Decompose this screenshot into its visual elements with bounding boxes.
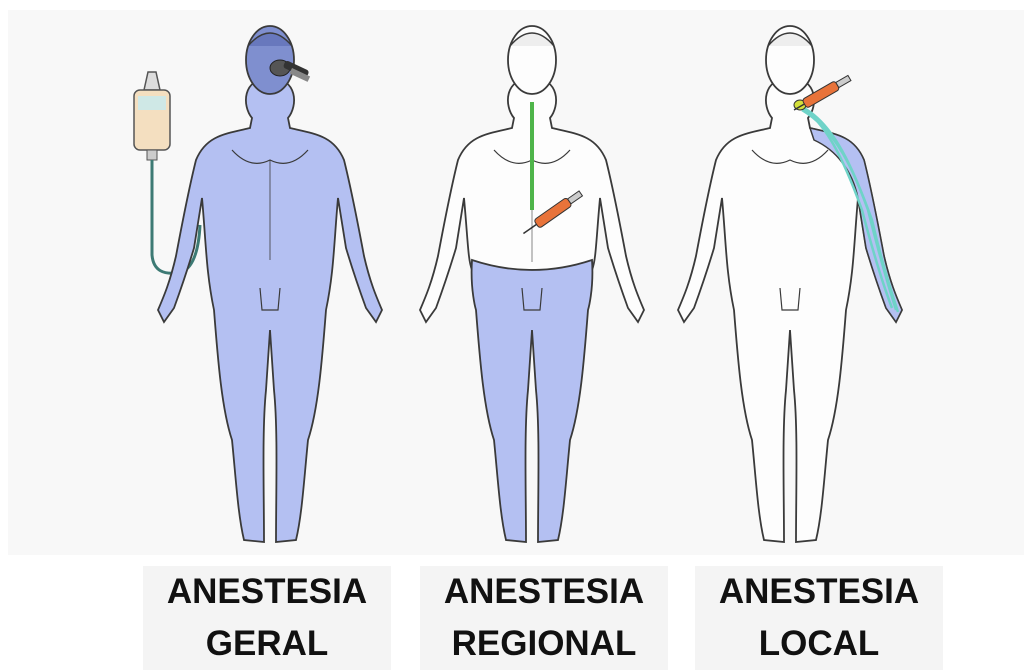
body-illustration-geral	[120, 10, 420, 555]
figure-anestesia-geral	[120, 10, 420, 555]
caption-anestesia-regional: ANESTESIA REGIONAL	[420, 566, 668, 670]
body-silhouette-lower	[472, 260, 593, 542]
caption-line1: ANESTESIA	[143, 566, 391, 618]
figure-anestesia-local	[640, 10, 940, 555]
body-illustration-local	[640, 10, 940, 555]
body-illustration-regional	[382, 10, 682, 555]
caption-anestesia-local: ANESTESIA LOCAL	[695, 566, 943, 670]
caption-line2: REGIONAL	[420, 618, 668, 670]
caption-line1: ANESTESIA	[420, 566, 668, 618]
caption-line1: ANESTESIA	[695, 566, 943, 618]
figure-anestesia-regional	[382, 10, 682, 555]
caption-line2: GERAL	[143, 618, 391, 670]
caption-anestesia-geral: ANESTESIA GERAL	[143, 566, 391, 670]
caption-line2: LOCAL	[695, 618, 943, 670]
